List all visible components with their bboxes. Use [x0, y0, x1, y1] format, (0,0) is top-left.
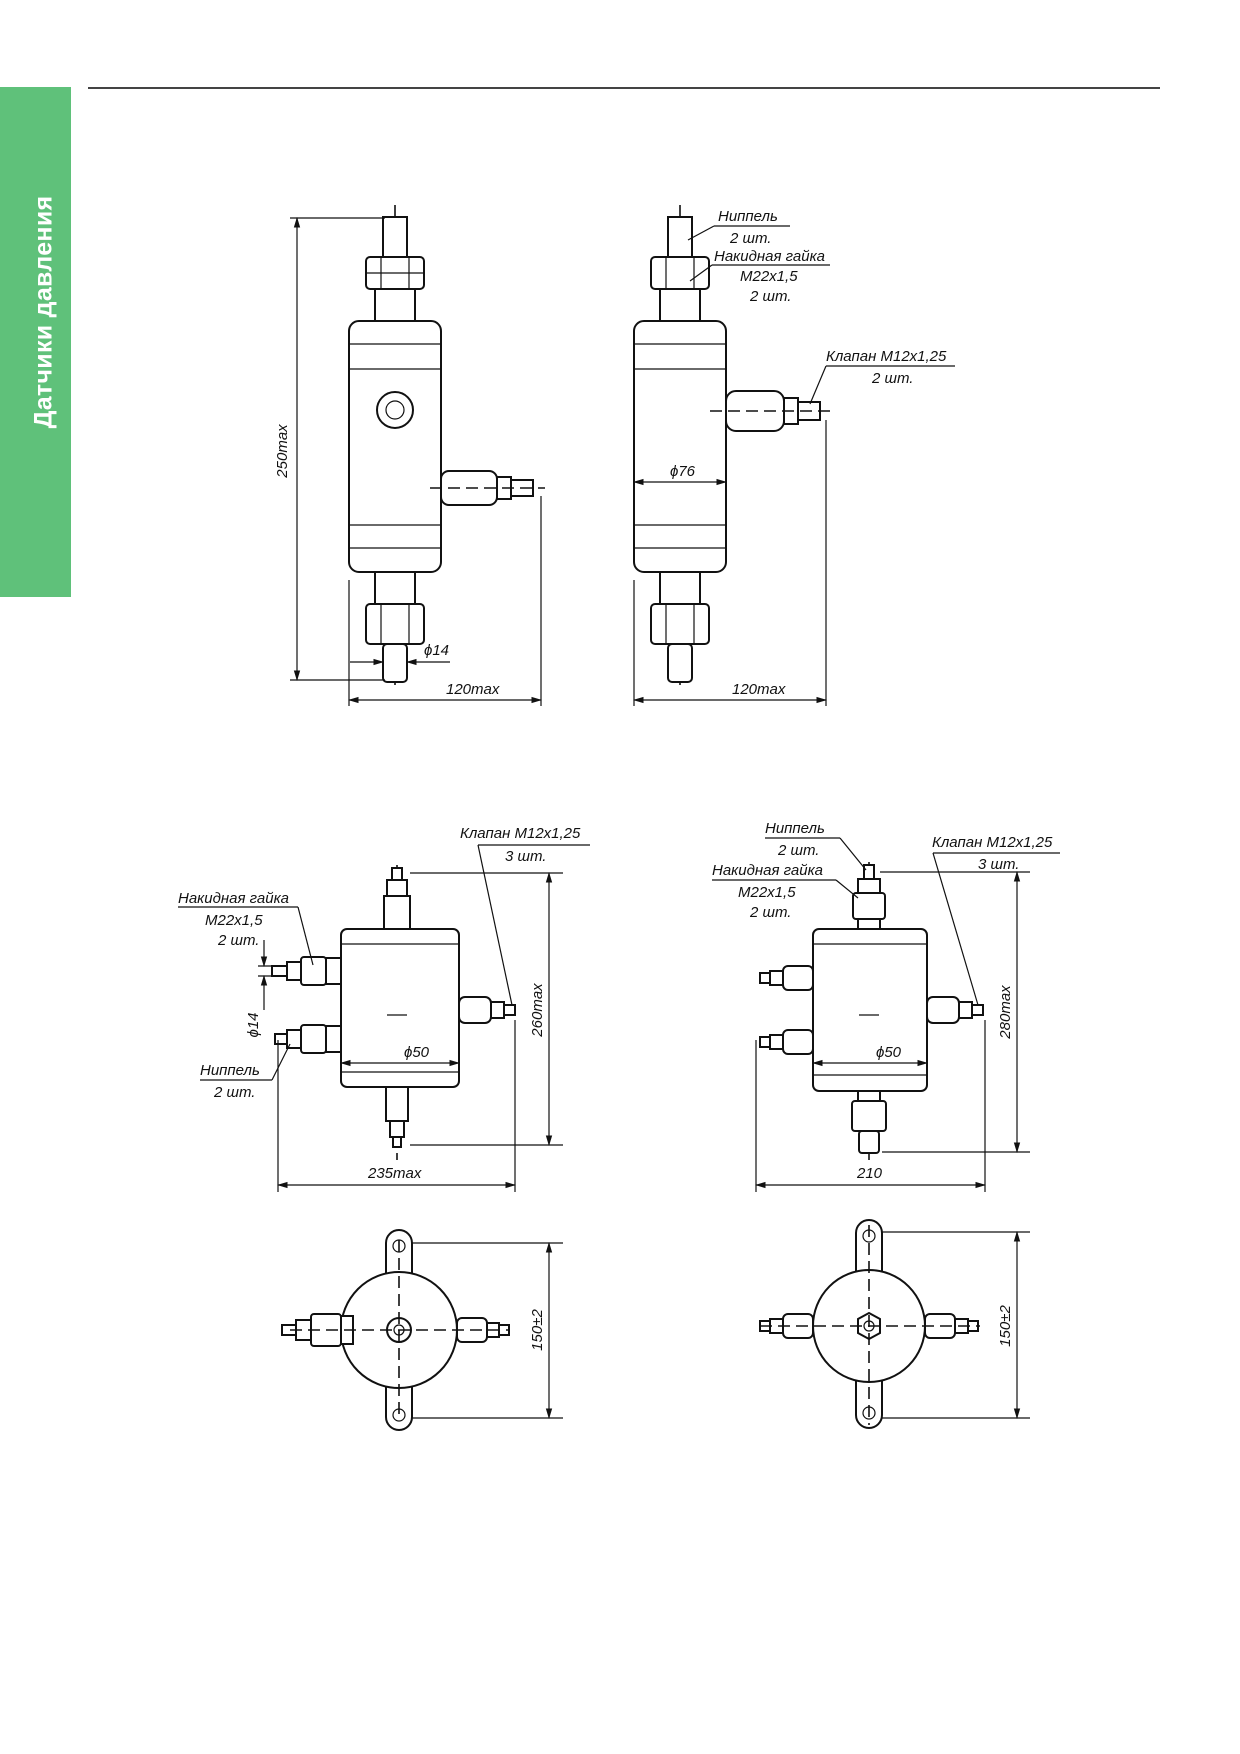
drawing-top-view-4: 150±2: [759, 1219, 1030, 1429]
label-nut-3-qty: 2 шт.: [217, 932, 259, 949]
label-valve-4-qty: 3 шт.: [978, 856, 1019, 873]
label-nut-4-thread: М22х1,5: [738, 884, 796, 901]
drawing-front-view-1: 250max 120max ϕ14: [274, 205, 545, 706]
drawing-top-view-3: 150±2: [281, 1229, 563, 1431]
dim-width-3: 235max: [367, 1165, 422, 1182]
label-nipple-2: Ниппель: [718, 208, 778, 225]
dim-diameter-pipe-3: ϕ14: [245, 1012, 262, 1037]
label-nut-4-qty: 2 шт.: [749, 904, 791, 921]
dim-width-1: 120max: [446, 681, 500, 698]
label-nipple-3-qty: 2 шт.: [213, 1084, 255, 1101]
drawing-front-view-2: ϕ76 120max Ниппель 2 шт. Накидная гайка …: [632, 205, 955, 706]
label-nut-2-qty: 2 шт.: [749, 288, 791, 305]
label-nut-3-thread: М22х1,5: [205, 912, 263, 929]
label-nut-3: Накидная гайка: [178, 890, 289, 907]
dim-diameter-2: ϕ76: [670, 463, 696, 480]
label-valve-4: Клапан М12х1,25: [932, 834, 1053, 851]
label-nipple-4: Ниппель: [765, 820, 825, 837]
dim-height-1: 250max: [274, 424, 291, 479]
label-nipple-4-qty: 2 шт.: [777, 842, 819, 859]
label-nipple-3: Ниппель: [200, 1062, 260, 1079]
dim-diameter-1: ϕ14: [424, 642, 449, 659]
label-valve-2: Клапан М12х1,25: [826, 348, 947, 365]
dim-height-3: 260max: [529, 983, 546, 1038]
drawing-front-view-3: 260max 235max ϕ50 ϕ14 Клапан М12х1,25 3 …: [178, 825, 590, 1192]
label-nipple-2-qty: 2 шт.: [729, 230, 771, 247]
header-rule: [88, 87, 1160, 89]
label-nut-2: Накидная гайка: [714, 248, 825, 265]
label-valve-3-qty: 3 шт.: [505, 848, 546, 865]
label-nut-4: Накидная гайка: [712, 862, 823, 879]
dim-height-4: 280max: [997, 985, 1014, 1040]
dim-mount-3: 150±2: [529, 1309, 546, 1351]
dim-width-2: 120max: [732, 681, 786, 698]
section-tab: Датчики давления: [0, 87, 71, 597]
dim-width-4: 210: [856, 1165, 883, 1182]
label-valve-2-qty: 2 шт.: [871, 370, 913, 387]
dim-mount-4: 150±2: [997, 1305, 1014, 1347]
dim-diameter-4: ϕ50: [876, 1044, 902, 1061]
label-nut-2-thread: М22х1,5: [740, 268, 798, 285]
label-valve-3: Клапан М12х1,25: [460, 825, 581, 842]
drawing-front-view-4: 280max 210 ϕ50 Ниппель 2 шт. Накидная га…: [712, 820, 1060, 1192]
dim-diameter-3: ϕ50: [404, 1044, 430, 1061]
